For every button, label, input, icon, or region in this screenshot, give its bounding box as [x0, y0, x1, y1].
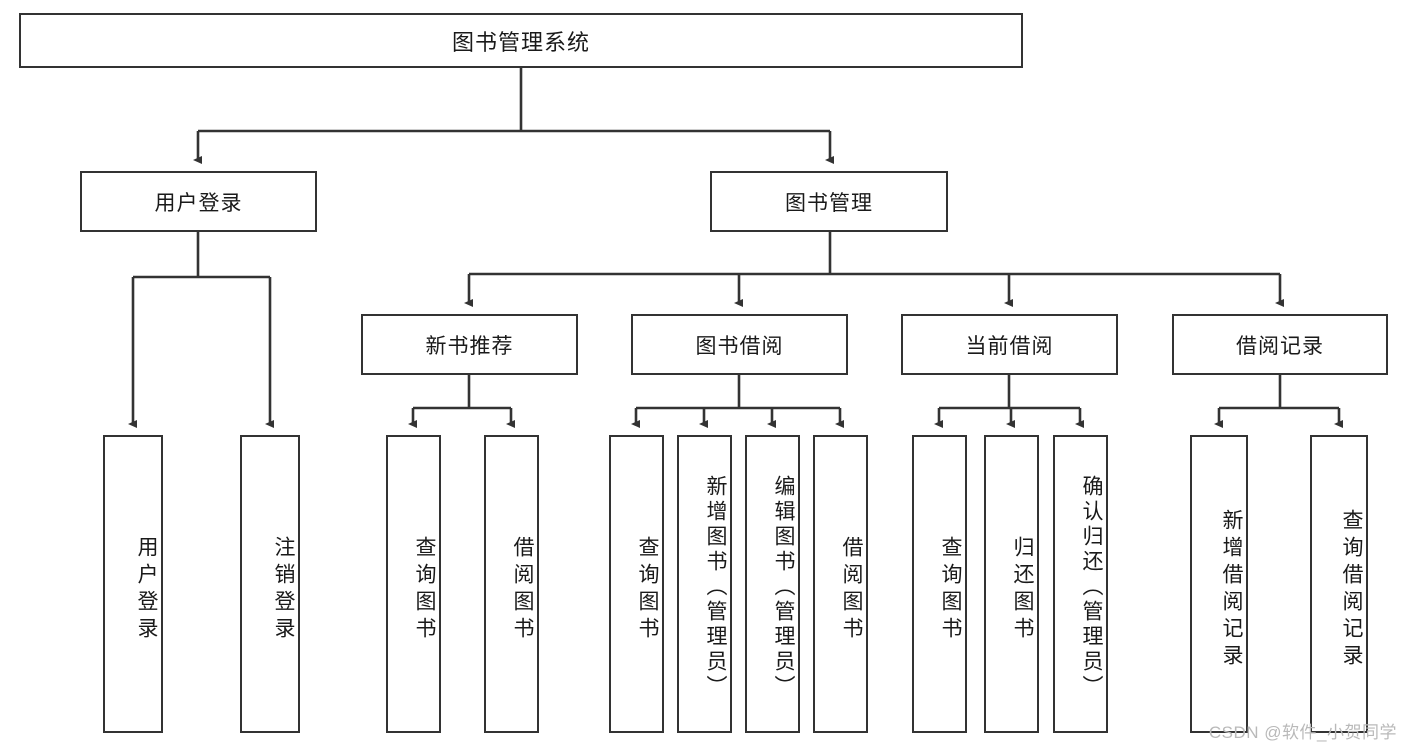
- node-book-borrow[interactable]: 图书借阅: [631, 314, 848, 375]
- node-leaf-query-book-1[interactable]: 查询图书: [386, 435, 441, 733]
- node-label: 借阅记录: [1236, 334, 1324, 358]
- node-leaf-add-borrow-record[interactable]: 新增借阅记录: [1190, 435, 1248, 733]
- node-leaf-borrow-book-2[interactable]: 借阅图书: [813, 435, 868, 733]
- node-borrow-record[interactable]: 借阅记录: [1172, 314, 1388, 375]
- node-label: 查询图书: [939, 536, 962, 644]
- node-label: 注销登录: [272, 536, 295, 644]
- node-leaf-add-book-admin[interactable]: 新增图书（管理员）: [677, 435, 732, 733]
- node-leaf-return-book[interactable]: 归还图书: [984, 435, 1039, 733]
- node-label: 借阅图书: [840, 536, 863, 644]
- node-leaf-logout-login[interactable]: 注销登录: [240, 435, 300, 733]
- node-label: 查询图书: [413, 536, 436, 644]
- node-leaf-user-login[interactable]: 用户登录: [103, 435, 163, 733]
- node-label: 归还图书: [1011, 536, 1034, 644]
- watermark-text: CSDN @软件_小贺同学: [1208, 723, 1397, 742]
- node-label: 新增借阅记录: [1220, 509, 1243, 671]
- node-book-manage[interactable]: 图书管理: [710, 171, 948, 232]
- node-leaf-query-book-2[interactable]: 查询图书: [609, 435, 664, 733]
- node-label: 当前借阅: [965, 334, 1054, 358]
- node-label: 确认归还（管理员）: [1080, 474, 1103, 700]
- node-leaf-query-book-3[interactable]: 查询图书: [912, 435, 967, 733]
- node-label: 用户登录: [154, 191, 243, 215]
- node-label: 编辑图书（管理员）: [772, 474, 795, 700]
- node-leaf-query-borrow-record[interactable]: 查询借阅记录: [1310, 435, 1368, 733]
- node-root-title[interactable]: 图书管理系统: [19, 13, 1023, 68]
- node-label: 借阅图书: [511, 536, 534, 644]
- node-current-borrow[interactable]: 当前借阅: [901, 314, 1118, 375]
- node-label: 图书管理: [785, 191, 873, 215]
- node-label: 图书借阅: [695, 334, 784, 358]
- node-leaf-borrow-book-1[interactable]: 借阅图书: [484, 435, 539, 733]
- node-label: 查询图书: [636, 536, 659, 644]
- node-new-book-recommend[interactable]: 新书推荐: [361, 314, 578, 375]
- node-user-login[interactable]: 用户登录: [80, 171, 317, 232]
- node-label: 新增图书（管理员）: [704, 474, 727, 700]
- node-leaf-edit-book-admin[interactable]: 编辑图书（管理员）: [745, 435, 800, 733]
- node-leaf-confirm-return-admin[interactable]: 确认归还（管理员）: [1053, 435, 1108, 733]
- node-label: 新书推荐: [425, 334, 514, 358]
- node-label: 查询借阅记录: [1340, 509, 1363, 671]
- node-label: 用户登录: [135, 536, 158, 644]
- node-label: 图书管理系统: [451, 29, 590, 55]
